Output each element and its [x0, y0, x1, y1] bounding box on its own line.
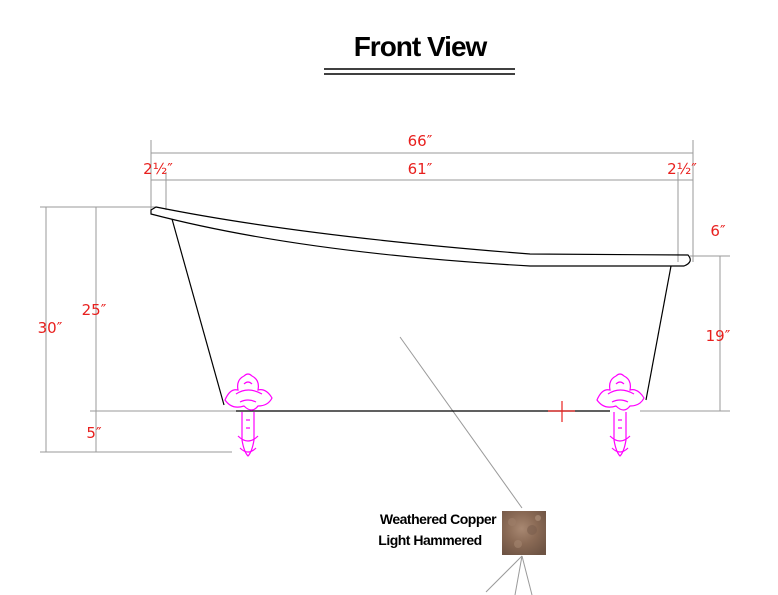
dim-tub-height: 25″	[82, 301, 107, 319]
tub-outline	[150, 206, 691, 412]
dim-overall-height: 30″	[38, 319, 63, 337]
dim-inner-length: 61″	[408, 160, 433, 178]
copper-swatch	[502, 511, 546, 555]
left-claw-foot-icon	[224, 373, 273, 457]
center-mark	[548, 401, 575, 422]
page-title: Front View	[354, 31, 488, 62]
material-finish: Light Hammered	[378, 532, 481, 548]
dim-foot-height: 5″	[86, 424, 102, 442]
dimension-lines	[40, 140, 730, 595]
material-name: Weathered Copper	[380, 511, 497, 527]
right-claw-foot-icon	[596, 373, 645, 457]
dim-rim-right: 2½″	[667, 160, 697, 178]
dim-slope-drop: 6″	[710, 222, 726, 240]
dim-overall-length: 66″	[408, 132, 433, 150]
dim-right-body-height: 19″	[706, 327, 731, 345]
dim-rim-left: 2½″	[143, 160, 173, 178]
